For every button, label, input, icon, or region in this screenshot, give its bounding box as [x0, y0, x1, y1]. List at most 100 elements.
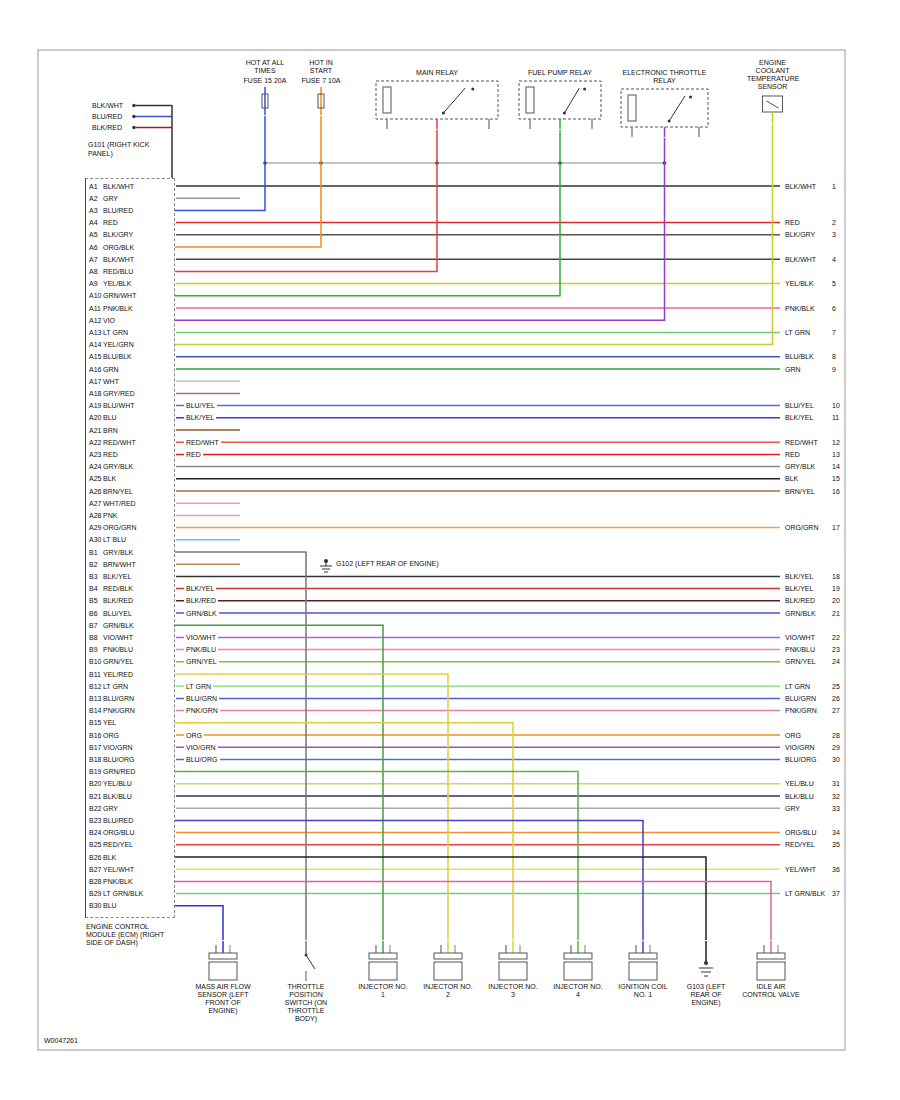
- wire-color: YEL/BLU: [785, 779, 814, 788]
- pin-number: A24: [89, 462, 101, 471]
- relay-terminal: [471, 88, 474, 91]
- wire-color: WHT: [103, 377, 119, 386]
- continuation-number: 15: [832, 474, 840, 483]
- pin-number: A4: [89, 218, 98, 227]
- wire: [176, 661, 780, 663]
- component-symbol: [193, 941, 253, 983]
- component-name: INJECTOR NO. 4: [552, 983, 604, 999]
- power-bus: [265, 163, 665, 164]
- wire-color: RED: [103, 450, 118, 459]
- continuation-number: 27: [832, 706, 840, 715]
- connector-pin: [770, 941, 772, 953]
- relay-pin: [591, 119, 593, 129]
- ground-dot: [704, 961, 708, 965]
- wire-connector: [175, 772, 578, 940]
- connector-dot: [132, 115, 136, 119]
- wire-color: RED/WHT: [785, 438, 818, 447]
- connector-pin: [584, 945, 586, 953]
- continuation-number: 22: [832, 633, 840, 642]
- fuse-lead: [264, 87, 266, 115]
- wire: [176, 588, 780, 590]
- component-symbol: [241, 87, 289, 115]
- wire-color: BLU/RED: [103, 816, 133, 825]
- wire-color: BLK/RED: [785, 596, 815, 605]
- pin-number: A6: [89, 243, 98, 252]
- wire-color: YEL/BLK: [785, 279, 813, 288]
- relay-pin: [436, 119, 438, 129]
- pin-number: A1: [89, 182, 98, 191]
- component-name: INJECTOR NO. 3: [487, 983, 539, 999]
- relay-pivot: [442, 112, 445, 115]
- pin-number: A26: [89, 487, 101, 496]
- wire-color: BLU/YEL: [103, 609, 132, 618]
- wire-connector: [175, 674, 448, 940]
- switch-blade: [306, 955, 315, 969]
- pin-number: B3: [89, 572, 98, 581]
- connector-pin: [454, 945, 456, 953]
- wire-color: RED: [785, 218, 800, 227]
- wire: [176, 807, 780, 809]
- wire-color: BLK/YEL: [785, 584, 813, 593]
- relay-pin: [664, 127, 666, 137]
- wire-color: GRN/YEL: [785, 657, 816, 666]
- wire-color: BLU/YEL: [785, 401, 814, 410]
- component-name: INJECTOR NO. 2: [422, 983, 474, 999]
- component-name: MASS AIR FLOW SENSOR (LEFT FRONT OF ENGI…: [194, 983, 252, 1015]
- wire-color: RED: [184, 450, 203, 459]
- wire-color: ORG/GRN: [785, 523, 818, 532]
- wire-connector: [175, 116, 265, 210]
- switch-pivot: [305, 954, 308, 957]
- relay-box: ELECTRONIC THROTTLE RELAY: [617, 66, 712, 138]
- connector-pin: [222, 941, 224, 953]
- wire-color: RED: [785, 450, 800, 459]
- pin-number: B2: [89, 560, 98, 569]
- pin-number: A16: [89, 365, 101, 374]
- wire-color: LT GRN: [103, 682, 128, 691]
- wire-color: BRN/WHT: [103, 560, 136, 569]
- relay-terminal: [583, 88, 586, 91]
- wire-stub: [176, 429, 240, 431]
- wire-color: GRN/RED: [103, 767, 135, 776]
- wire-color: RED/BLU: [103, 267, 133, 276]
- connector-dot: [132, 104, 136, 108]
- continuation-number: 10: [832, 401, 840, 410]
- wire-color: LT BLU: [103, 535, 126, 544]
- continuation-number: 23: [832, 645, 840, 654]
- connector-pin: [229, 945, 231, 953]
- wire: [176, 576, 780, 578]
- wire-color: PNK/BLU: [184, 645, 218, 654]
- wire: [176, 258, 780, 260]
- wire: [176, 637, 780, 639]
- wire-connector: [175, 723, 513, 940]
- relay-housing: [376, 81, 498, 119]
- wire-color: LT GRN: [785, 328, 810, 337]
- connector-pin: [512, 941, 514, 953]
- connector-pin: [389, 945, 391, 953]
- wire-color: WHT/RED: [103, 499, 136, 508]
- wire-color: YEL/WHT: [785, 865, 816, 874]
- pin-number: A11: [89, 304, 101, 313]
- pin-number: B1: [89, 548, 98, 557]
- wire-color: BLK/WHT: [92, 101, 123, 110]
- pin-number: A23: [89, 450, 101, 459]
- wire-color: BRN/YEL: [785, 487, 815, 496]
- wire: [136, 116, 172, 118]
- wire: [136, 105, 172, 107]
- wire: [176, 441, 780, 443]
- wire-stub: [176, 563, 240, 565]
- wire: [176, 417, 780, 419]
- ground-lead: [326, 561, 327, 566]
- wire: [176, 612, 780, 614]
- wire-color: LT GRN/BLK: [785, 889, 825, 898]
- connector-pin: [649, 945, 651, 953]
- wire-color: RED/WHT: [103, 438, 136, 447]
- wire: [176, 283, 780, 285]
- wire-color: BLU/GRN: [184, 694, 219, 703]
- wire-color: BLU/ORG: [184, 755, 220, 764]
- connector-block: [209, 953, 237, 959]
- pin-number: B13: [89, 694, 101, 703]
- injector-box: INJECTOR NO. 4: [550, 940, 606, 1004]
- continuation-number: 32: [832, 792, 840, 801]
